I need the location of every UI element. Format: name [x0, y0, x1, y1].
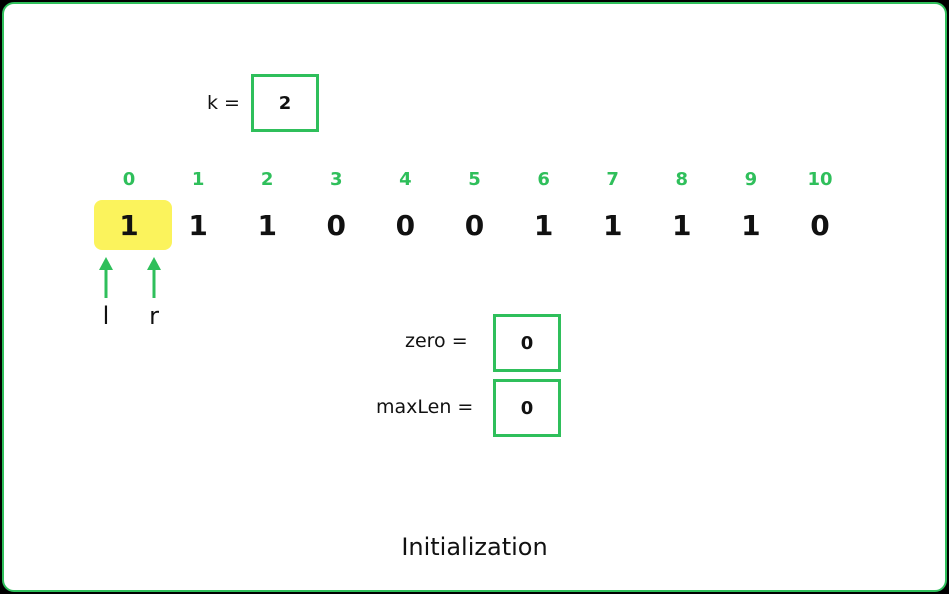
array-index: 10 [807, 169, 833, 190]
array-index: 4 [399, 169, 412, 190]
array-value: 0 [810, 209, 830, 242]
array-index: 1 [191, 169, 205, 190]
maxlen-label: maxLen = [376, 396, 474, 418]
array-value: 1 [602, 209, 623, 242]
zero-label: zero = [405, 330, 468, 352]
right-pointer-arrow [147, 257, 161, 298]
array-index: 6 [537, 169, 550, 190]
array-value: 0 [395, 209, 416, 242]
maxlen-value-box: 0 [493, 379, 561, 437]
array-value: 1 [119, 209, 139, 242]
array-index: 0 [122, 169, 136, 190]
step-caption: Initialization [401, 533, 548, 561]
k-value: 2 [278, 92, 292, 114]
array-value: 0 [464, 209, 485, 242]
array-value: 1 [257, 209, 277, 242]
array-value: 1 [533, 209, 554, 242]
array-index: 5 [468, 169, 481, 190]
right-pointer-label: r [149, 302, 159, 330]
array-value: 1 [741, 209, 761, 242]
array-index: 3 [330, 169, 343, 190]
left-pointer-label: l [102, 302, 110, 330]
current-element-highlight [94, 200, 172, 250]
left-pointer-arrow [99, 257, 113, 298]
zero-value-box: 0 [493, 314, 561, 372]
maxlen-value: 0 [520, 397, 534, 419]
array-index: 9 [744, 169, 758, 190]
array-value: 1 [188, 209, 208, 242]
zero-value: 0 [520, 332, 534, 354]
array-index: 7 [606, 169, 619, 190]
array-value: 0 [326, 209, 347, 242]
array-index: 8 [675, 169, 689, 190]
k-value-box: 2 [251, 74, 319, 132]
array-index: 2 [260, 169, 274, 190]
k-label: k = [207, 92, 240, 114]
array-value: 1 [672, 209, 692, 242]
